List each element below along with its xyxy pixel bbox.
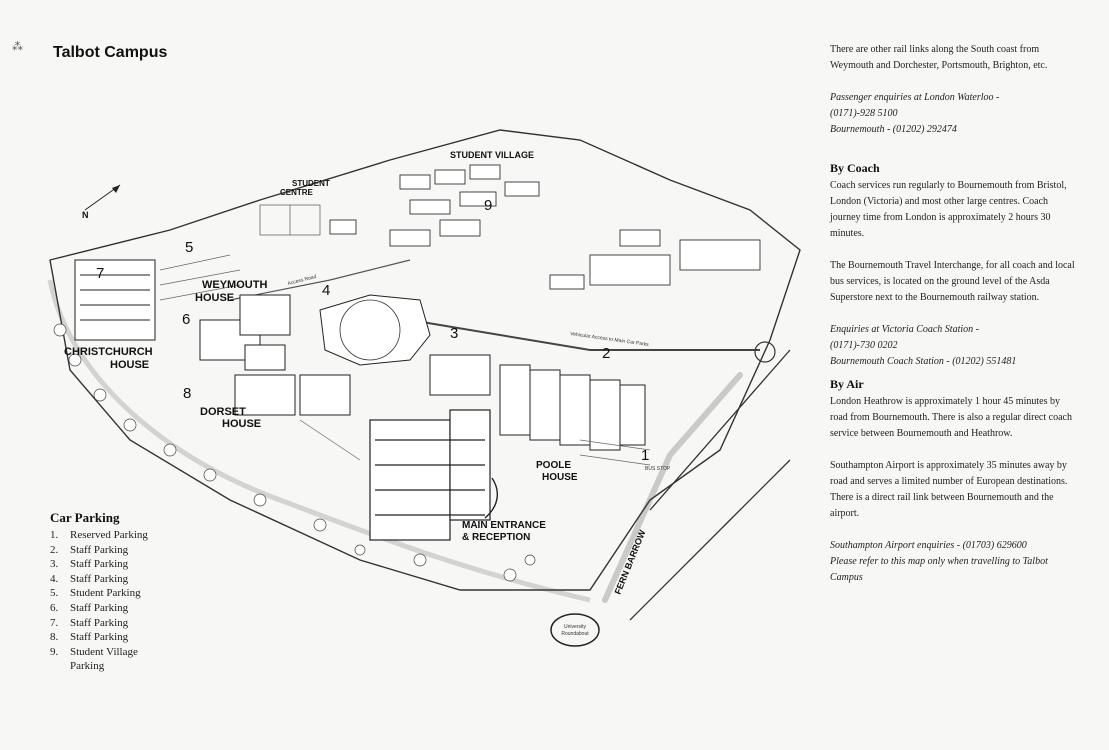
car-park-8: 8 bbox=[183, 385, 191, 402]
legend-item-number: 4. bbox=[50, 572, 59, 585]
legend-item-number: 1. bbox=[50, 529, 59, 541]
main-entrance-tower bbox=[369, 409, 491, 541]
coach-heading: By Coach bbox=[830, 161, 880, 175]
closing-note: Please refer to this map only when trave… bbox=[830, 556, 1048, 583]
coach-enquiry-1: Enquiries at Victoria Coach Station - bbox=[830, 324, 979, 335]
road-fern-barrow bbox=[602, 372, 743, 603]
corner-mark: ⁂ bbox=[12, 41, 23, 53]
north-arrow-icon: N bbox=[82, 184, 121, 220]
car-park-4: 4 bbox=[322, 282, 330, 299]
north-arrow-label: N bbox=[82, 210, 89, 220]
air-text-2: Southampton Airport is approximately 35 … bbox=[830, 460, 1068, 519]
legend-item-number: 3. bbox=[50, 558, 59, 571]
poole-house-label-2: HOUSE bbox=[542, 472, 578, 483]
rail-enquiry-1: Passenger enquiries at London Waterloo - bbox=[830, 92, 1000, 103]
roundabout-label-2: Roundabout bbox=[561, 631, 589, 637]
student-village-label: STUDENT VILLAGE bbox=[450, 150, 534, 160]
poole-house-buildings bbox=[429, 354, 646, 451]
air-enquiry: Southampton Airport enquiries - (01703) … bbox=[830, 540, 1027, 551]
legend-item: 3. Staff Parking bbox=[50, 557, 250, 572]
legend-item-number: 7. bbox=[50, 616, 59, 629]
car-park-1: 1 bbox=[641, 447, 649, 464]
rail-enquiry-3: Bournemouth - (01202) 292474 bbox=[830, 124, 957, 135]
car-park-5: 5 bbox=[185, 239, 193, 256]
coach-text-1: Coach services run regularly to Bournemo… bbox=[830, 180, 1067, 239]
page-title: Talbot Campus bbox=[53, 44, 168, 61]
roundabout-label-1: University bbox=[564, 624, 586, 630]
legend-item-label: Staff Parking bbox=[70, 558, 129, 571]
legend-item: 5. Student Parking bbox=[50, 586, 250, 601]
legend-item: 7. Staff Parking bbox=[50, 616, 250, 631]
road-access bbox=[229, 259, 411, 301]
campus-boundary bbox=[49, 129, 801, 591]
car-park-6: 6 bbox=[182, 311, 190, 328]
dorset-house-building bbox=[234, 344, 351, 416]
legend-title: Car Parking bbox=[50, 510, 120, 525]
campus-map: University Roundabout bbox=[47, 129, 801, 647]
legend-item: 9. Student Village Parking bbox=[50, 645, 250, 674]
legend-item: 6. Staff Parking bbox=[50, 601, 250, 616]
legend-item: 8. Staff Parking bbox=[50, 630, 250, 645]
coach-text-2: The Bournemouth Travel Interchange, for … bbox=[830, 260, 1075, 303]
air-text-1: London Heathrow is approximately 1 hour … bbox=[830, 396, 1072, 439]
bus-stop-label: BUS STOP bbox=[645, 466, 671, 472]
weymouth-house-label-2: HOUSE bbox=[195, 292, 234, 304]
car-park-2: 2 bbox=[602, 345, 610, 362]
legend-item-label: Staff Parking bbox=[70, 616, 129, 629]
legend-item-label: Staff Parking bbox=[70, 572, 129, 585]
legend-item-number: 6. bbox=[50, 601, 59, 614]
east-buildings bbox=[549, 229, 761, 290]
car-parking-legend: Car Parking 1. Reserved Parking 2. Staff Pa… bbox=[50, 510, 250, 674]
christchurch-house-label-1: CHRISTCHURCH bbox=[64, 346, 153, 358]
dorset-house-label-1: DORSET bbox=[200, 406, 246, 418]
rail-text: There are other rail links along the Sou… bbox=[830, 44, 1048, 71]
student-centre-label-2: CENTRE bbox=[280, 188, 314, 197]
road-wallisdown bbox=[47, 279, 591, 603]
legend-item: 2. Staff Parking bbox=[50, 543, 250, 558]
rail-enquiry-2: (0171)-928 5100 bbox=[830, 108, 898, 119]
legend-item-label: Staff Parking bbox=[70, 543, 129, 556]
legend-item-number: 8. bbox=[50, 631, 59, 644]
legend-item-number: 9. bbox=[50, 645, 59, 658]
poole-house-label-1: POOLE bbox=[536, 460, 571, 471]
roundabout-east bbox=[754, 341, 776, 363]
legend-item-number: 2. bbox=[50, 543, 59, 556]
legend-item-label: Reserved Parking bbox=[70, 529, 148, 541]
legend-list: 1. Reserved Parking 2. Staff Parking 3. Staff… bbox=[50, 528, 250, 674]
car-park-7: 7 bbox=[96, 265, 104, 282]
legend-item-label: Staff Parking bbox=[70, 631, 129, 644]
student-village-buildings bbox=[329, 164, 540, 247]
legend-item-label: Student Parking bbox=[70, 587, 141, 600]
legend-item-label: Student Village Parking bbox=[70, 645, 138, 673]
car-park-3: 3 bbox=[450, 325, 458, 342]
road-perimeter bbox=[649, 349, 791, 511]
central-building bbox=[319, 294, 431, 366]
tennis-courts bbox=[259, 204, 321, 236]
travel-info-panel: There are other rail links along the Sou… bbox=[830, 42, 1078, 586]
coach-enquiry-2: (0171)-730 0202 bbox=[830, 340, 898, 351]
coach-enquiry-3: Bournemouth Coach Station - (01202) 5514… bbox=[830, 356, 1017, 367]
legend-item: 1. Reserved Parking bbox=[50, 528, 250, 543]
car-park-9: 9 bbox=[484, 197, 492, 214]
weymouth-house-label-1: WEYMOUTH bbox=[202, 279, 267, 291]
road-vehicular-access bbox=[409, 319, 760, 351]
dorset-house-label-2: HOUSE bbox=[222, 418, 261, 430]
main-entrance-arrow bbox=[484, 477, 498, 519]
legend-item-label: Staff Parking bbox=[70, 601, 129, 614]
christchurch-house-building bbox=[74, 259, 156, 341]
main-entrance-label-1: MAIN ENTRANCE bbox=[462, 520, 546, 531]
air-heading: By Air bbox=[830, 377, 864, 391]
road-edge bbox=[629, 459, 791, 621]
student-centre-label-1: STUDENT bbox=[292, 179, 330, 188]
parking-bays bbox=[159, 254, 651, 466]
main-entrance-label-2: & RECEPTION bbox=[462, 532, 530, 543]
legend-item-number: 5. bbox=[50, 587, 59, 600]
legend-item: 4. Staff Parking bbox=[50, 572, 250, 587]
university-roundabout bbox=[550, 613, 600, 647]
trees bbox=[53, 323, 536, 582]
christchurch-house-label-2: HOUSE bbox=[110, 359, 149, 371]
